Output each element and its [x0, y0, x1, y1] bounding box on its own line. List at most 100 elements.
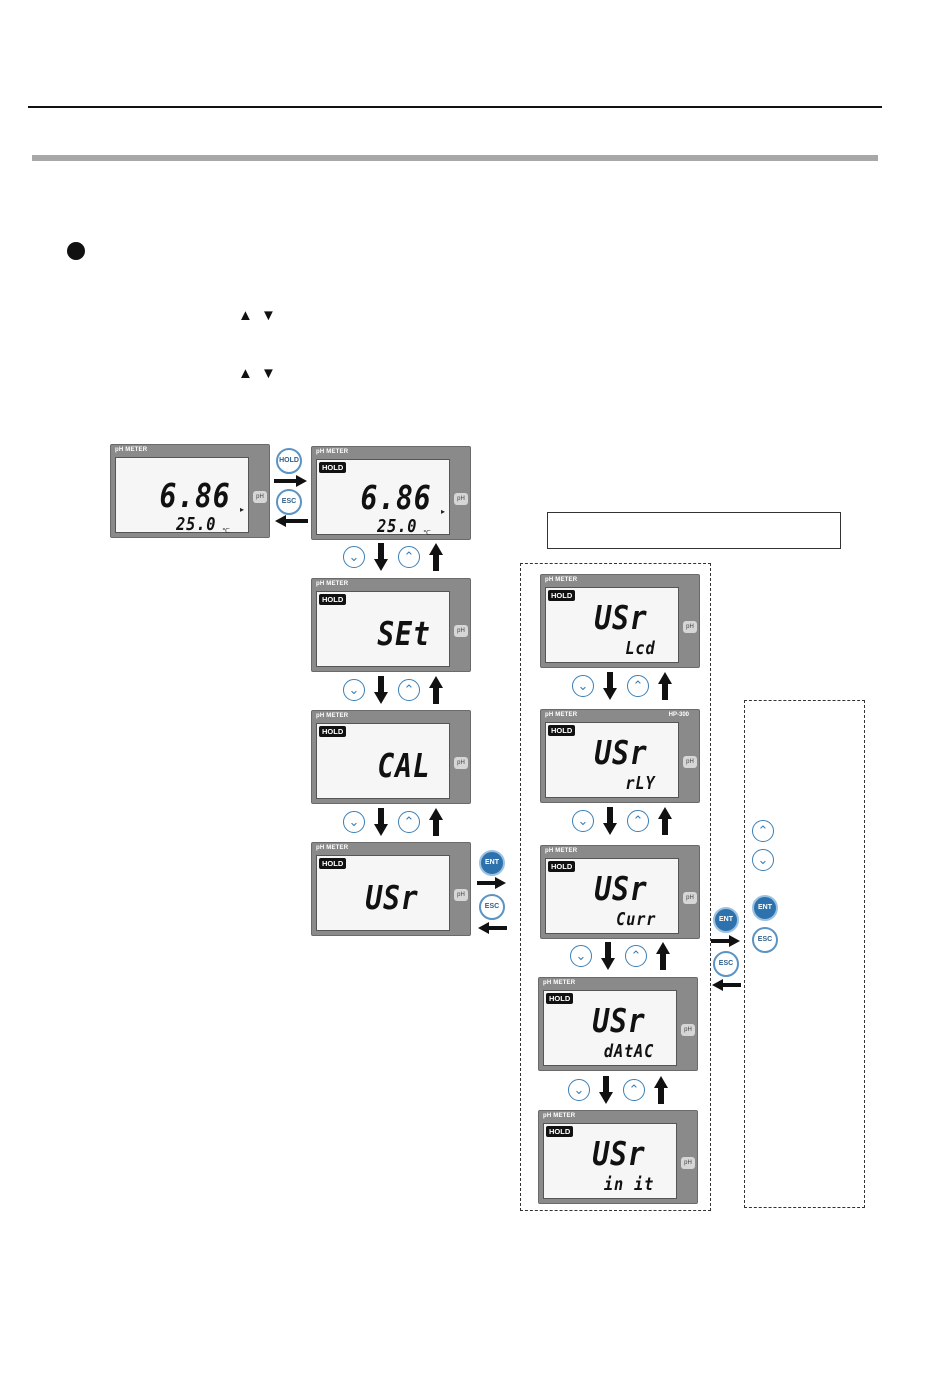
lcd-sub-value: 25.0 [376, 516, 417, 537]
lcd-degc: ℃ [222, 528, 230, 535]
esc-button[interactable]: ESC [713, 951, 739, 977]
down-button[interactable]: ⌄ [572, 810, 594, 832]
arrow-right [711, 935, 740, 947]
lcd-main-value: 6.86 [360, 478, 431, 517]
lcd-main-value: CAL [377, 746, 431, 785]
esc-button[interactable]: ESC [276, 489, 302, 515]
arrow-down [603, 807, 617, 835]
hold-badge: HOLD [319, 462, 347, 473]
down-button[interactable]: ⌄ [568, 1079, 590, 1101]
lcd-sub-value: Curr [615, 909, 656, 930]
lcd-screen: HOLD USr in it [543, 1123, 677, 1199]
lcd-screen: HOLD USr [316, 855, 450, 931]
arrow-left [275, 515, 308, 527]
down-button[interactable]: ⌄ [343, 546, 365, 568]
up-button[interactable]: ⌃ [627, 675, 649, 697]
lcd-usr-curr: pH METER HOLD USr Curr pH [540, 845, 700, 939]
lcd-title: pH METER [545, 577, 578, 583]
lcd-usr-rly: pH METER HP-300 HOLD USr rLY pH [540, 709, 700, 803]
lcd-unit: pH [454, 625, 468, 637]
lcd-sub-value: rLY [625, 773, 656, 794]
down-button[interactable]: ⌄ [752, 849, 774, 871]
arrow-up [429, 808, 443, 836]
arrow-up [429, 543, 443, 571]
lcd-main-value: USr [594, 733, 648, 772]
lcd-title: pH METER [316, 449, 349, 455]
lcd-unit: pH [683, 892, 697, 904]
lcd-main-value: 6.86 [159, 476, 230, 515]
bullet-dot [67, 242, 85, 260]
down-button[interactable]: ⌄ [343, 811, 365, 833]
hold-badge: HOLD [548, 725, 576, 736]
lcd-unit: pH [253, 491, 267, 503]
lcd-unit: pH [681, 1157, 695, 1169]
lcd-model: HP-300 [668, 712, 689, 718]
lcd-title: pH METER [543, 980, 576, 986]
up-button[interactable]: ⌃ [398, 546, 420, 568]
lcd-screen: HOLD USr rLY [545, 722, 679, 798]
nav-symbols-1: ▲ ▼ [238, 307, 278, 324]
lcd-usr: pH METER HOLD USr pH [311, 842, 471, 936]
ent-button[interactable]: ENT [713, 907, 739, 933]
esc-button[interactable]: ESC [479, 894, 505, 920]
arrow-right [274, 475, 307, 487]
hold-badge: HOLD [319, 594, 347, 605]
up-button[interactable]: ⌃ [398, 811, 420, 833]
arrow-up [658, 807, 672, 835]
lcd-usr-init: pH METER HOLD USr in it pH [538, 1110, 698, 1204]
lcd-degc: ℃ [423, 530, 431, 537]
lcd-screen: 6.86 25.0 ℃ ▸ [115, 457, 249, 535]
lcd-indicator: ▸ [239, 505, 244, 514]
nav-symbols-2: ▲ ▼ [238, 365, 278, 382]
section-rule [32, 155, 878, 161]
lcd-title: pH METER [545, 848, 578, 854]
lcd-unit: pH [683, 621, 697, 633]
hold-badge: HOLD [546, 1126, 574, 1137]
lcd-title: pH METER [543, 1113, 576, 1119]
lcd-sub-value: in it [603, 1174, 654, 1195]
arrow-down [374, 808, 388, 836]
lcd-screen: HOLD USr Lcd [545, 587, 679, 663]
lcd-screen: HOLD USr dAtAC [543, 990, 677, 1066]
arrow-down [601, 942, 615, 970]
lcd-indicator: ▸ [440, 507, 445, 516]
lcd-screen: HOLD 6.86 25.0 ℃ ▸ [316, 459, 450, 537]
down-button[interactable]: ⌄ [572, 675, 594, 697]
arrow-right [477, 877, 506, 889]
arrow-down [374, 543, 388, 571]
arrow-down [599, 1076, 613, 1104]
lcd-title: pH METER [545, 712, 578, 718]
lcd-screen: HOLD SEt [316, 591, 450, 667]
down-button[interactable]: ⌄ [343, 679, 365, 701]
lcd-main-value: USr [594, 598, 648, 637]
lcd-title: pH METER [115, 447, 148, 453]
legend-group [744, 700, 865, 1208]
usr-submenu-group [520, 563, 711, 1211]
esc-button[interactable]: ESC [752, 927, 778, 953]
lcd-main-value: USr [594, 869, 648, 908]
lcd-sub-value: dAtAC [603, 1041, 654, 1062]
up-button[interactable]: ⌃ [623, 1079, 645, 1101]
arrow-down [603, 672, 617, 700]
hold-badge: HOLD [548, 861, 576, 872]
up-button[interactable]: ⌃ [398, 679, 420, 701]
hold-badge: HOLD [319, 858, 347, 869]
hold-badge: HOLD [319, 726, 347, 737]
up-button[interactable]: ⌃ [625, 945, 647, 967]
lcd-unit: pH [454, 493, 468, 505]
lcd-cal: pH METER HOLD CAL pH [311, 710, 471, 804]
hold-button[interactable]: HOLD [276, 448, 302, 474]
lcd-screen: HOLD USr Curr [545, 858, 679, 934]
down-button[interactable]: ⌄ [570, 945, 592, 967]
hold-badge: HOLD [548, 590, 576, 601]
lcd-hold: pH METER HOLD 6.86 25.0 ℃ ▸ pH [311, 446, 471, 540]
arrow-up [429, 676, 443, 704]
lcd-title: pH METER [316, 713, 349, 719]
arrow-left [478, 922, 507, 934]
lcd-main-value: USr [365, 878, 419, 917]
ent-button[interactable]: ENT [752, 895, 778, 921]
arrow-left [712, 979, 741, 991]
up-button[interactable]: ⌃ [627, 810, 649, 832]
ent-button[interactable]: ENT [479, 850, 505, 876]
up-button[interactable]: ⌃ [752, 820, 774, 842]
